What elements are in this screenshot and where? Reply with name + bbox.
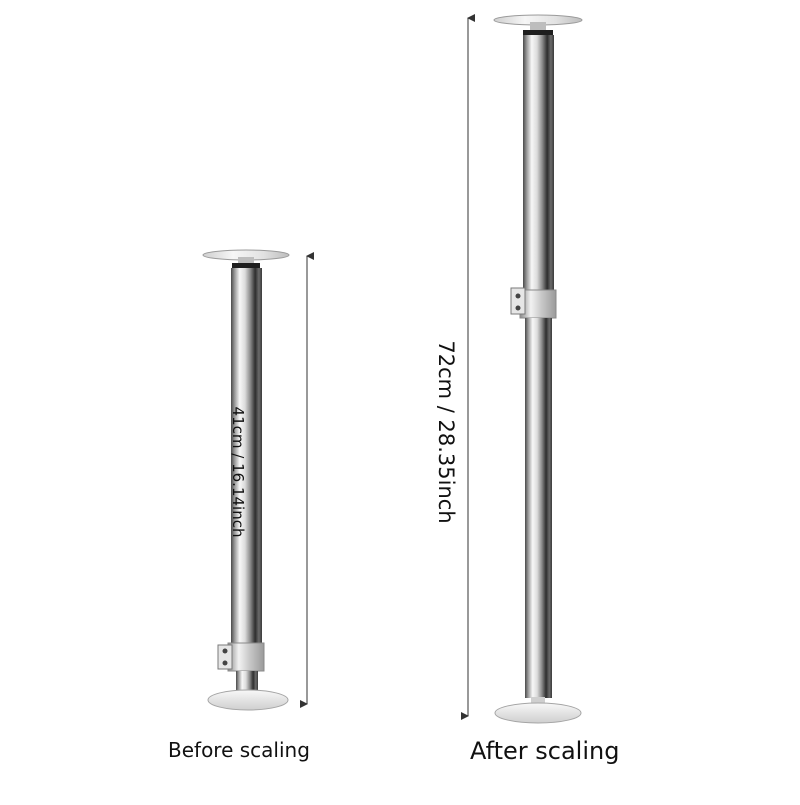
- short-pole-dimension-label: 41cm / 16.14inch: [229, 406, 247, 538]
- tall-pole-clamp: [519, 289, 557, 319]
- tall-pole-upper-tube: [523, 35, 554, 291]
- short-pole-tube: [231, 268, 262, 644]
- short-pole: [202, 249, 290, 711]
- after-scaling-caption: After scaling: [470, 737, 620, 765]
- short-pole-clamp: [227, 642, 265, 672]
- tall-pole-dimension-label: 72cm / 28.35inch: [434, 340, 458, 524]
- before-scaling-caption: Before scaling: [168, 738, 310, 762]
- tall-pole-lower-tube: [525, 318, 552, 698]
- tall-pole: [493, 14, 583, 724]
- tall-pole-base-plate: [494, 702, 582, 724]
- short-pole-base-plate: [207, 689, 289, 711]
